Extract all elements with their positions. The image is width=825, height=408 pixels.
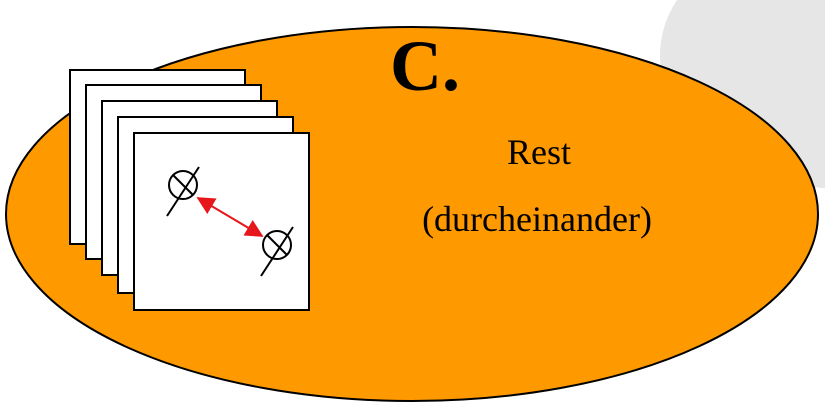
double-arrow-icon: [196, 197, 264, 237]
rest-label: Rest: [507, 132, 571, 172]
heading-label: C.: [390, 26, 460, 106]
crossed-circle-icon: [260, 226, 294, 277]
page-card-front: [133, 132, 310, 311]
durcheinander-label: (durcheinander): [422, 199, 652, 239]
crossed-circle-icon: [166, 166, 200, 217]
stacked-pages-icon: [69, 69, 310, 311]
